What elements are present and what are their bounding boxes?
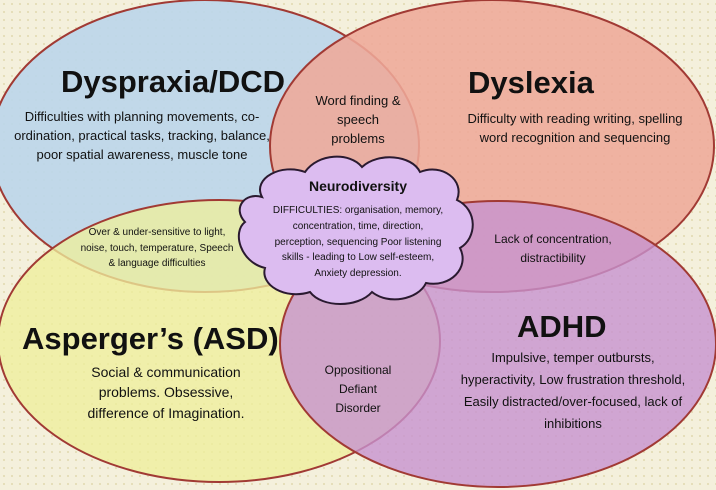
overlap-line: Defiant: [338, 382, 378, 397]
neurodiversity-line: DIFFICULTIES: organisation, memory,: [272, 205, 444, 216]
dyslexia-line: word recognition and sequencing: [479, 129, 671, 145]
adhd-line: Easily distracted/over-focused, lack of: [463, 394, 683, 410]
adhd-description: Impulsive, temper outbursts, hyperactivi…: [448, 347, 698, 435]
dyspraxia-line: Difficulties with planning movements, co…: [24, 109, 260, 124]
overlap-line: Disorder: [335, 401, 381, 416]
asd-line: difference of Imagination.: [87, 404, 245, 421]
dyslexia-title: Dyslexia: [468, 65, 594, 100]
overlap-line: distractibility: [520, 250, 586, 265]
neurodiversity-line: perception, sequencing Poor listening: [274, 236, 442, 248]
overlap-dyspraxia-asd: Over & under-sensitive to light, noise, …: [78, 225, 236, 272]
adhd-line: Impulsive, temper outbursts,: [491, 350, 655, 365]
overlap-line: problems: [331, 130, 385, 146]
dyspraxia-title: Dyspraxia/DCD: [61, 64, 285, 99]
dyspraxia-line: poor spatial awareness, muscle tone: [36, 146, 248, 162]
neurodiversity-title: Neurodiversity: [308, 178, 408, 194]
asd-line: Social & communication: [91, 364, 241, 380]
adhd-title: ADHD: [517, 309, 607, 344]
dyspraxia-description: Difficulties with planning movements, co…: [10, 108, 274, 165]
overlap-line: speech: [337, 111, 379, 127]
adhd-line: hyperactivity, Low frustration threshold…: [460, 372, 686, 388]
overlap-line: noise, touch, temperature, Speech: [80, 242, 234, 254]
overlap-line: Oppositional: [324, 363, 392, 377]
overlap-line: & language difficulties: [108, 258, 206, 269]
overlap-line: Lack of concentration,: [494, 232, 612, 246]
asd-description: Social & communication problems. Obsessi…: [60, 362, 272, 423]
overlap-line: Word finding &: [315, 93, 401, 108]
overlap-dyslexia-adhd: Lack of concentration, distractibility: [478, 230, 628, 267]
neurodiversity-description: DIFFICULTIES: organisation, memory, conc…: [253, 203, 463, 282]
overlap-dyspraxia-dyslexia: Word finding & speech problems: [300, 92, 416, 149]
neurodiversity-line: concentration, time, direction,: [292, 220, 424, 232]
overlap-asd-adhd: Oppositional Defiant Disorder: [306, 361, 410, 419]
asd-line: problems. Obsessive,: [98, 384, 234, 401]
overlap-line: Over & under-sensitive to light,: [88, 227, 226, 238]
dyslexia-line: Difficulty with reading writing, spellin…: [467, 111, 683, 126]
dyslexia-description: Difficulty with reading writing, spellin…: [455, 110, 695, 148]
neurodiversity-line: skills - leading to Low self-esteem,: [281, 252, 435, 264]
adhd-line: inhibitions: [544, 416, 602, 432]
neurodiversity-cloud: [237, 155, 474, 305]
neurodiversity-line: Anxiety depression.: [314, 268, 402, 280]
dyspraxia-line: ordination, practical tasks, tracking, b…: [14, 127, 270, 143]
asd-title: Asperger’s (ASD): [22, 321, 279, 356]
